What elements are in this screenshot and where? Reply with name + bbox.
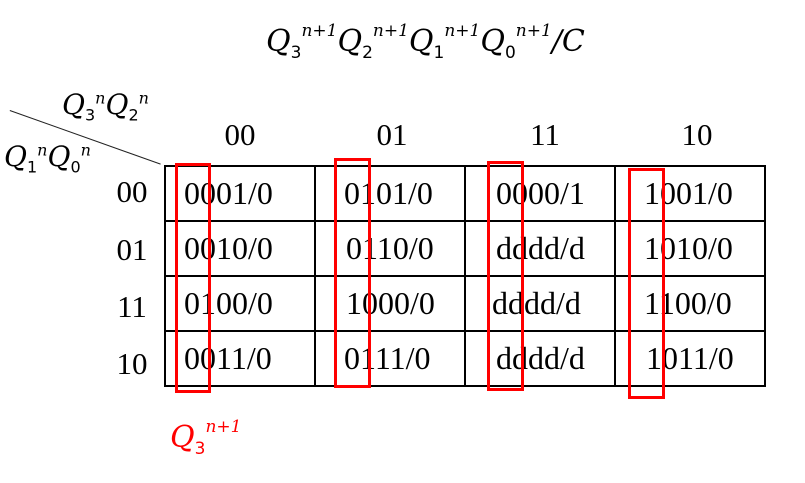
highlight-label: Q3n+1 [170,417,242,459]
kmap-cell: 1000/0 [314,275,466,332]
table-row: 0100/0 1000/0 dddd/d 1100/0 [164,275,766,332]
kmap-cell: 0001/0 [164,165,316,222]
table-row: 0010/0 0110/0 dddd/d 1010/0 [164,220,766,277]
title-term-q0: Q0n+1 [480,21,552,63]
row-header-01: 01 [116,232,148,267]
highlight-box-col-11 [487,161,524,391]
kmap-cell: 1100/0 [614,275,766,332]
title-term-q3: Q3n+1 [266,21,338,63]
karnaugh-map-table: 0001/0 0101/0 0000/1 1001/0 0010/0 0110/… [164,165,766,387]
highlight-box-col-10 [628,168,665,399]
kmap-cell: 0101/0 [314,165,466,222]
table-row: 0011/0 0111/0 dddd/d 1011/0 [164,330,766,387]
kmap-title: Q3n+1Q2n+1Q1n+1Q0n+1/C [266,21,585,63]
kmap-cell: 0010/0 [164,220,316,277]
column-header-10: 10 [681,117,713,152]
kmap-cell: 0110/0 [314,220,466,277]
column-header-00: 00 [224,117,256,152]
kmap-cell: 1011/0 [614,330,766,387]
kmap-cell: 0111/0 [314,330,466,387]
kmap-cell: 0100/0 [164,275,316,332]
column-header-11: 11 [530,117,560,152]
kmap-cell: 1010/0 [614,220,766,277]
table-row: 0001/0 0101/0 0000/1 1001/0 [164,165,766,222]
row-header-11: 11 [117,289,147,324]
column-variables: Q3nQ2n [62,88,149,125]
row-variables: Q1nQ0n [4,140,91,177]
title-term-q1: Q1n+1 [408,21,481,63]
title-term-q2: Q2n+1 [337,21,409,63]
row-header-10: 10 [116,346,148,381]
highlight-box-col-01 [334,158,371,388]
highlight-box-col-00 [175,163,211,393]
kmap-cell: 1001/0 [614,165,766,222]
title-suffix: /C [551,24,585,59]
row-header-00: 00 [116,174,148,209]
kmap-cell: 0011/0 [164,330,316,387]
column-header-01: 01 [376,117,408,152]
